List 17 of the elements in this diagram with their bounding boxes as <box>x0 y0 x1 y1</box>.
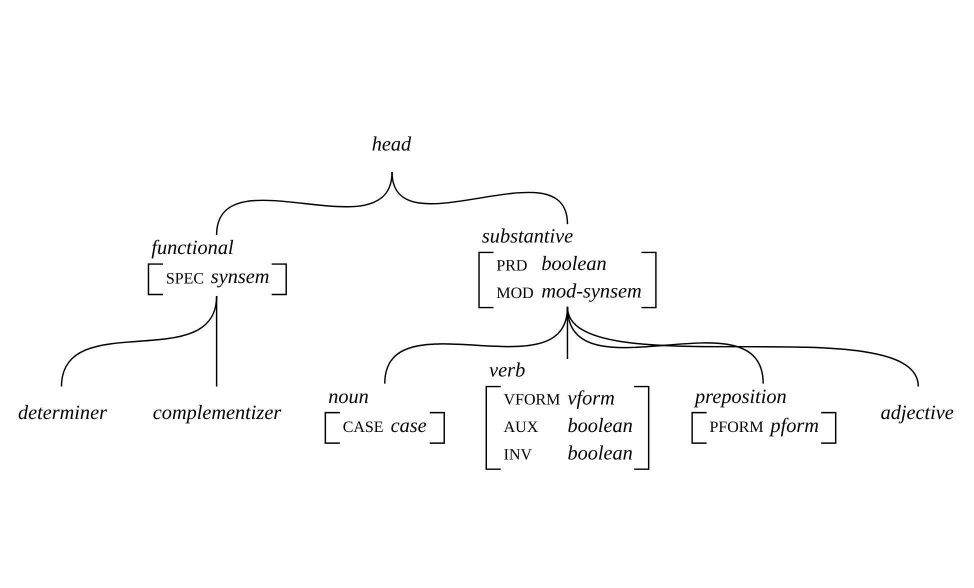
node-text: functional SPEC synsem <box>151 236 270 288</box>
node-text: head <box>372 133 412 156</box>
connector <box>566 306 919 386</box>
connector <box>566 306 764 384</box>
connector <box>216 295 218 386</box>
connector <box>216 171 393 235</box>
node-text: noun CASE case <box>328 385 427 436</box>
connector <box>60 295 218 386</box>
node-text: substantive PRD boolean MOD mod-synsem <box>482 225 642 302</box>
node-text: adjective <box>880 401 954 424</box>
node-text: complementizer <box>152 401 282 424</box>
connector <box>566 306 568 359</box>
node-text: determiner <box>18 401 107 424</box>
node-text: verb VFORM vform AUX boolean INV boolean <box>489 359 633 464</box>
node-text: preposition PFORM pform <box>695 385 819 436</box>
connector <box>384 306 568 384</box>
connector <box>391 171 568 224</box>
